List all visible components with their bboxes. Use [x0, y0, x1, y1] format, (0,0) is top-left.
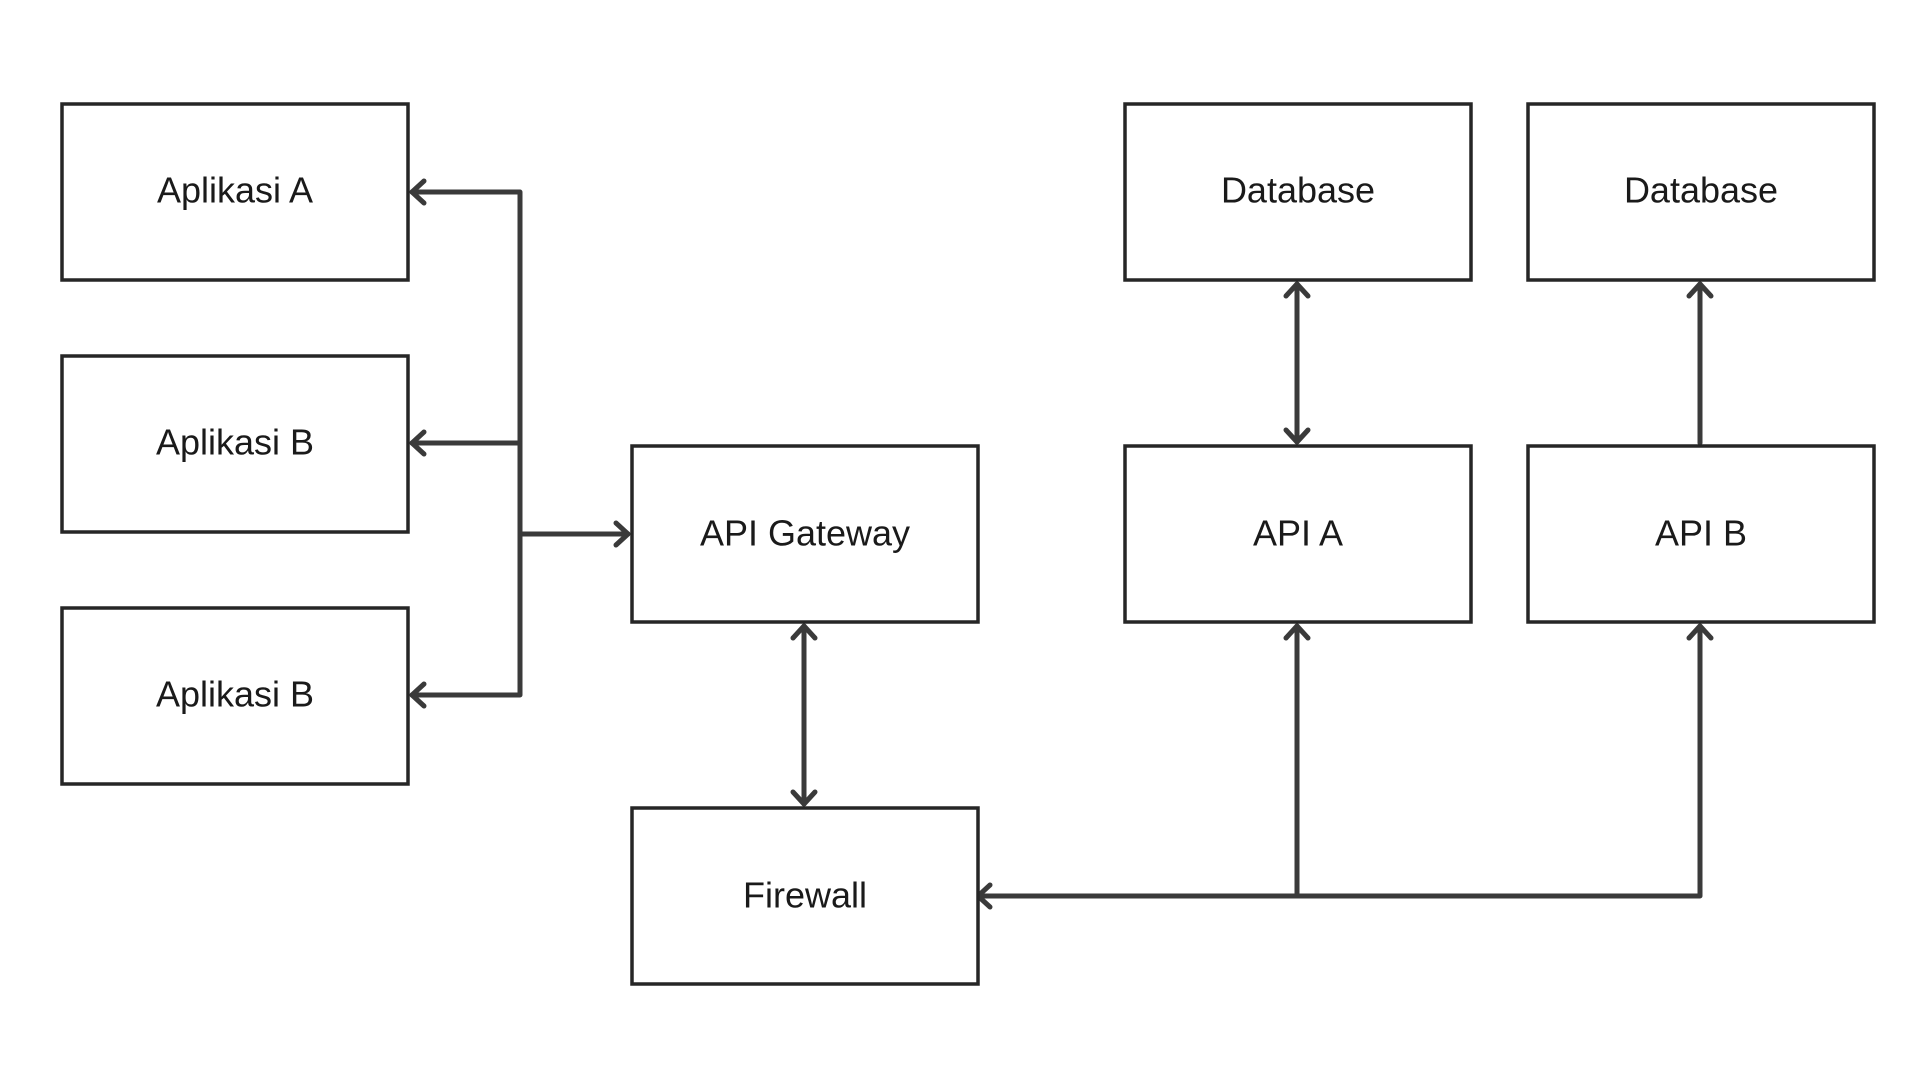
node-label: Database: [1221, 170, 1375, 211]
arrowhead-aplikasi-b-1: [409, 429, 427, 457]
node-label: Firewall: [743, 875, 867, 916]
arrowhead-api-b-bottom: [1686, 623, 1714, 641]
arrowhead-gateway-left: [613, 520, 631, 548]
arrowhead-firewall-top: [790, 789, 818, 807]
node-database-2[interactable]: Database: [1526, 102, 1876, 282]
node-label: Aplikasi B: [156, 422, 314, 463]
node-database-1[interactable]: Database: [1123, 102, 1473, 282]
arrowhead-database-1-bottom: [1283, 281, 1311, 299]
node-label: Database: [1624, 170, 1778, 211]
node-aplikasi-b-2[interactable]: Aplikasi B: [60, 606, 410, 786]
node-api-b[interactable]: API B: [1526, 444, 1876, 624]
node-label: Aplikasi A: [157, 170, 313, 211]
edge-gateway-aplikasi-a: [409, 189, 523, 537]
node-label: Aplikasi B: [156, 674, 314, 715]
edge-firewall-api-a: [975, 623, 1300, 899]
node-api-gateway[interactable]: API Gateway: [630, 444, 980, 624]
node-label: API A: [1253, 513, 1343, 554]
edge-gateway-aplikasi-b-2: [409, 531, 523, 698]
node-aplikasi-b-1[interactable]: Aplikasi B: [60, 354, 410, 534]
node-firewall[interactable]: Firewall: [630, 806, 980, 986]
node-aplikasi-a[interactable]: Aplikasi A: [60, 102, 410, 282]
arrowheads: [409, 178, 1714, 910]
arrowhead-api-a-top: [1283, 427, 1311, 445]
node-api-a[interactable]: API A: [1123, 444, 1473, 624]
arrowhead-database-2-bottom: [1686, 281, 1714, 299]
node-label: API B: [1655, 513, 1747, 554]
edge-firewall-api-b: [1294, 623, 1703, 899]
arrowhead-gateway-bottom: [790, 623, 818, 641]
arrowhead-api-a-bottom: [1283, 623, 1311, 641]
node-label: API Gateway: [700, 513, 910, 554]
arrowhead-aplikasi-b-2: [409, 681, 427, 709]
arrowhead-aplikasi-a: [409, 178, 427, 206]
